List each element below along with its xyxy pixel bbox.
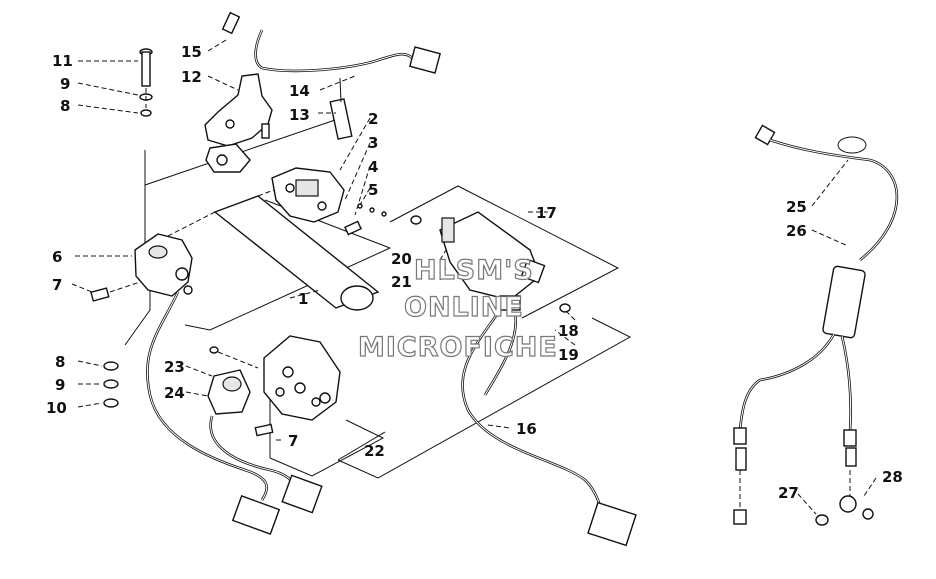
screw-7-left — [90, 281, 141, 302]
switch-body — [271, 167, 387, 236]
callout-7-left: 7 — [52, 276, 62, 294]
callout-25: 25 — [786, 198, 807, 216]
callout-24: 24 — [164, 384, 185, 402]
callout-7-lower: 7 — [288, 432, 298, 450]
callout-5: 5 — [368, 181, 378, 199]
washers-lower — [103, 361, 119, 408]
callout-26: 26 — [786, 222, 807, 240]
bolt-11 — [139, 48, 153, 117]
watermark-line-2: ONLINE — [404, 292, 524, 323]
cable-assembly — [733, 124, 899, 526]
mount-bracket — [204, 73, 273, 173]
callout-labels: 11 9 8 15 12 14 13 2 3 4 5 17 6 7 1 20 2… — [46, 43, 903, 502]
screw-7-lower — [254, 423, 274, 437]
pin-13 — [329, 77, 353, 140]
callout-20: 20 — [391, 250, 412, 268]
callout-27: 27 — [778, 484, 799, 502]
wire-left-harness — [146, 291, 323, 535]
callout-17: 17 — [536, 204, 557, 222]
callout-19: 19 — [558, 346, 579, 364]
callout-12: 12 — [181, 68, 202, 86]
callout-1: 1 — [298, 290, 308, 308]
callout-8-lower: 8 — [55, 353, 65, 371]
watermark-line-1: HLSM'S — [414, 255, 534, 286]
callout-15: 15 — [181, 43, 202, 61]
grip-housing — [263, 335, 341, 421]
wire-harness-16 — [461, 309, 637, 547]
shaft-assembly — [159, 179, 380, 311]
control-module — [410, 211, 571, 313]
callout-2: 2 — [368, 110, 378, 128]
watermark: HLSM'S ONLINE MICROFICHE — [357, 254, 558, 363]
assembly-box-16 — [337, 317, 632, 479]
callout-9-top: 9 — [60, 75, 70, 93]
callout-21: 21 — [391, 273, 412, 291]
callout-9-lower: 9 — [55, 376, 65, 394]
watermark-line-3: MICROFICHE — [358, 332, 558, 363]
callout-23: 23 — [164, 358, 185, 376]
callout-28: 28 — [882, 468, 903, 486]
clamp-24 — [207, 369, 251, 415]
callout-16: 16 — [516, 420, 537, 438]
callout-11: 11 — [52, 52, 73, 70]
callout-8-top: 8 — [60, 97, 70, 115]
throttle-housing — [134, 233, 193, 297]
assembly-box-17 — [389, 185, 620, 319]
assembly-box-8-10 — [124, 290, 151, 346]
callout-10: 10 — [46, 399, 67, 417]
callout-3: 3 — [368, 134, 378, 152]
screw-23 — [209, 346, 259, 369]
leader-lines — [71, 39, 877, 515]
callout-14: 14 — [289, 82, 310, 100]
wire-harness-14 — [221, 11, 442, 74]
callout-6: 6 — [52, 248, 62, 266]
callout-22: 22 — [364, 442, 385, 460]
callout-18: 18 — [558, 322, 579, 340]
callout-13: 13 — [289, 106, 310, 124]
callout-4: 4 — [368, 158, 378, 176]
